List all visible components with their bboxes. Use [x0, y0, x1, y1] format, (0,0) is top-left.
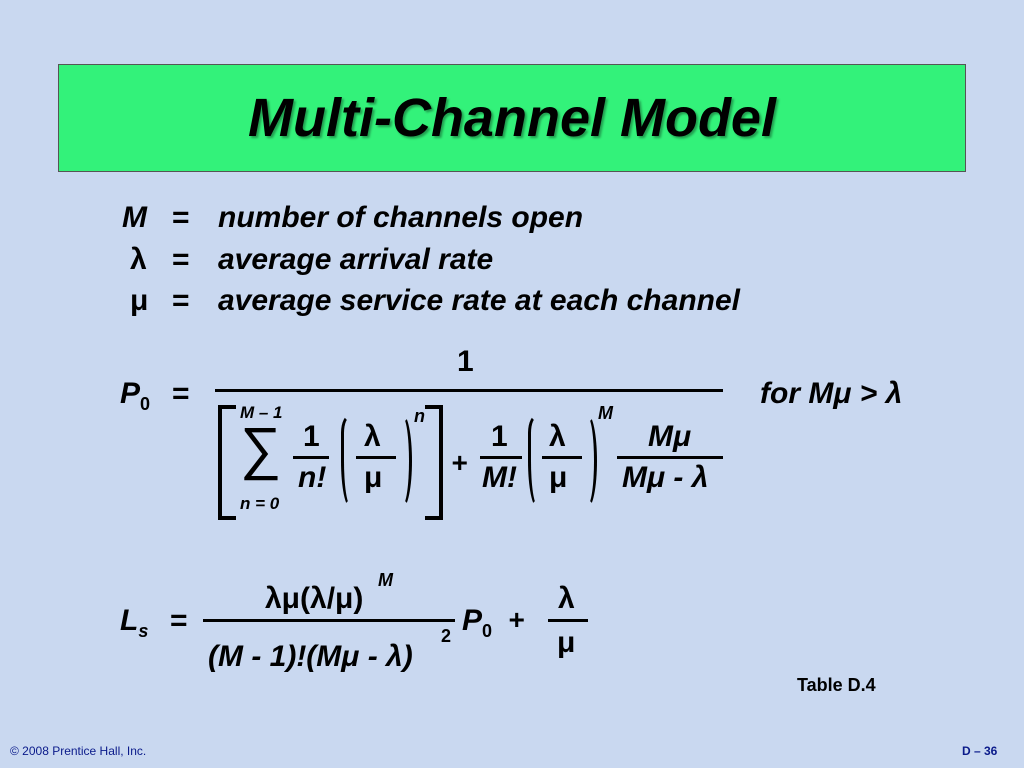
frac1-numerator: 1 — [303, 420, 320, 453]
ls-tail-bar — [548, 619, 588, 622]
exponent-m: M — [598, 403, 613, 423]
mu-symbol: μ — [364, 461, 383, 494]
ls-plus-sign: + — [508, 604, 525, 635]
copyright-text: © 2008 Prentice Hall, Inc. — [10, 744, 147, 758]
lambda-symbol: λ — [549, 420, 566, 453]
table-caption: Table D.4 — [797, 675, 876, 695]
right-bracket — [425, 405, 443, 520]
sigma-symbol: ∑ — [240, 416, 282, 481]
frac2-denominator: M! — [482, 461, 517, 494]
frac1-denominator: n! — [298, 461, 327, 494]
frac3-denominator: Mμ - λ — [622, 461, 709, 494]
ls-lhs-symbol: L — [120, 604, 139, 637]
left-bracket — [218, 405, 236, 520]
sum-upper-limit: M – 1 — [240, 403, 283, 422]
frac2-numerator: 1 — [491, 420, 508, 453]
mu-symbol: μ — [549, 461, 568, 494]
def-equals: = — [172, 284, 190, 317]
exponent-n: n — [414, 406, 425, 426]
def-symbol-lambda: λ — [130, 243, 147, 276]
ls-fraction-bar — [203, 619, 455, 622]
def-text-m: number of channels open — [218, 201, 584, 234]
ls-p0: P0 — [462, 604, 492, 642]
def-symbol-m: M — [122, 201, 147, 234]
footer-bar — [0, 730, 1024, 768]
ls-lhs: Ls — [120, 604, 148, 642]
frac3-bar — [617, 456, 723, 459]
p0-lhs: P0 — [120, 377, 150, 415]
left-paren — [341, 414, 360, 508]
def-equals: = — [172, 201, 190, 234]
def-symbol-mu: μ — [130, 284, 149, 317]
right-paren — [578, 414, 597, 508]
ls-numerator: λμ(λ/μ) — [265, 582, 364, 615]
lambda-mu-bar — [356, 456, 396, 459]
condition-text: for Mμ > λ — [760, 377, 903, 410]
ls-equals: = — [170, 604, 188, 637]
frac2-bar — [480, 456, 522, 459]
right-paren — [393, 414, 412, 508]
def-text-lambda: average arrival rate — [218, 243, 494, 276]
lambda-mu-bar — [542, 456, 582, 459]
ls-tail-lambda: λ — [558, 582, 575, 615]
ls-tail-mu: μ — [557, 626, 576, 659]
ls-denominator: (M - 1)!(Mμ - λ) — [208, 640, 413, 673]
title-banner: Multi-Channel Model — [58, 64, 966, 172]
plus-sign: + — [451, 447, 468, 478]
def-equals: = — [172, 243, 190, 276]
ls-p0-subscript: 0 — [482, 621, 493, 641]
def-text-mu: average service rate at each channel — [218, 284, 740, 317]
left-paren — [528, 414, 547, 508]
ls-p0-symbol: P — [462, 604, 483, 637]
p0-numerator: 1 — [457, 345, 474, 378]
p0-lhs-subscript: 0 — [140, 394, 151, 414]
sum-lower-limit: n = 0 — [240, 494, 280, 513]
ls-numerator-exponent: M — [378, 570, 393, 590]
p0-fraction-bar — [215, 389, 723, 392]
ls-lhs-subscript: s — [138, 621, 149, 641]
p0-lhs-symbol: P — [120, 377, 141, 410]
p0-equals: = — [172, 377, 190, 410]
ls-denominator-exponent: 2 — [441, 626, 452, 646]
lambda-symbol: λ — [364, 420, 381, 453]
slide-title: Multi-Channel Model — [248, 88, 776, 148]
page-number: D – 36 — [962, 744, 998, 758]
frac3-numerator: Mμ — [648, 420, 692, 453]
frac1-bar — [293, 456, 329, 459]
